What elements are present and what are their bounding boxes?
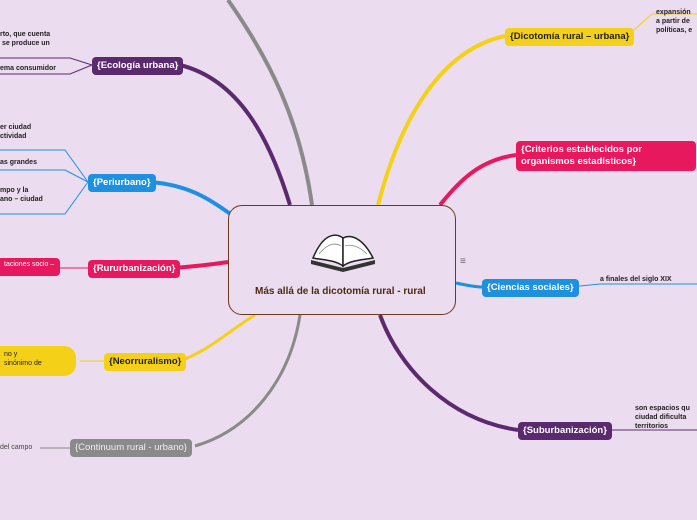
leaf-ciencias-1[interactable]: a finales del siglo XIX [600,276,672,283]
central-topic-title: Más allá de la dicotomía rural - rural [255,286,426,297]
branch-criterios[interactable]: {Criterios establecidos por organismos e… [516,141,696,171]
branch-ciencias-sociales[interactable]: {Ciencias sociales} [482,279,579,297]
leaf-ecologia-2[interactable]: ema consumidor [0,65,57,72]
leaf-periurbano-2[interactable]: as grandes [0,159,37,166]
branch-neorruralismo[interactable]: {Neorruralismo} [104,353,187,371]
leaf-neorruralismo-1[interactable]: no y sinónimo de [0,346,76,376]
branch-suburbanizacion[interactable]: {Suburbanización} [518,422,612,440]
leaf-ecologia-1[interactable]: rto, que cuenta se produce un [0,31,51,47]
open-book-icon [311,234,375,272]
leaf-dicotomia-1[interactable]: expansión a partir de políticas, e [656,9,693,34]
equals-icon[interactable]: ≡ [460,256,466,267]
branch-dicotomia[interactable]: {Dicotomía rural – urbana} [505,28,635,46]
branch-periurbano[interactable]: {Periurbano} [88,174,156,192]
leaf-periurbano-3[interactable]: mpo y la ano – ciudad [0,187,43,203]
leaf-rururbanizacion-1[interactable]: taciones socio – [0,258,60,276]
branch-continuum[interactable]: {Continuum rural - urbano} [70,439,192,457]
central-topic[interactable]: Más allá de la dicotomía rural - rural [228,205,456,315]
leaf-suburbanizacion-1[interactable]: son espacios qu ciudad dificulta territo… [635,405,690,430]
branch-ecologia-urbana[interactable]: {Ecología urbana} [92,57,184,75]
leaf-periurbano-1[interactable]: er ciudad ctividad [0,124,32,140]
leaf-continuum-1[interactable]: del campo [0,444,33,451]
branch-rururbanizacion[interactable]: {Rururbanización} [88,260,181,278]
